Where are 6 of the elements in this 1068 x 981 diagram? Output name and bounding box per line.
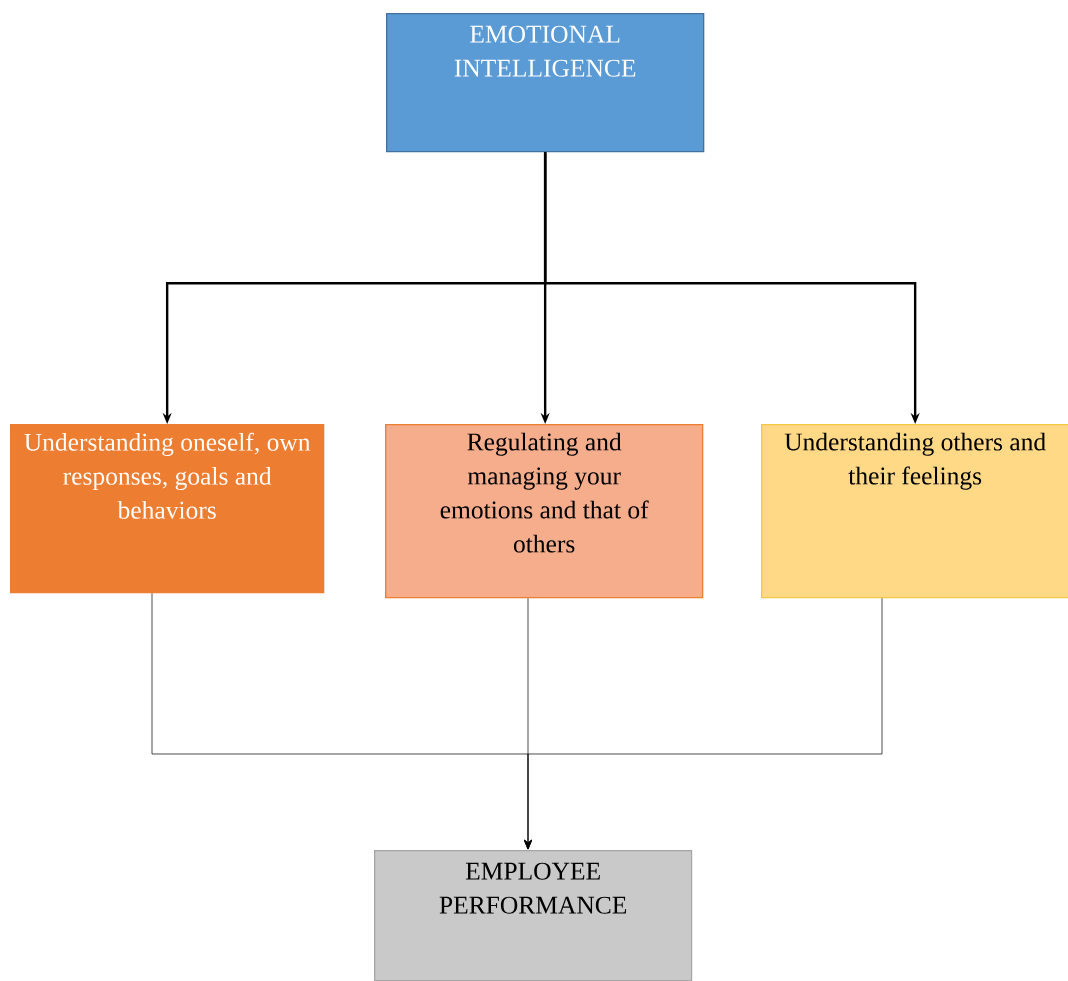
concept-box: EMOTIONAL INTELLIGENCE xyxy=(386,13,705,153)
component-box: Understanding others and their feelings xyxy=(761,424,1068,599)
component-box: Understanding oneself, own responses, goals and behaviors xyxy=(10,424,325,594)
arrow xyxy=(523,597,883,850)
outcome-box: EMPLOYEE PERFORMANCE xyxy=(374,850,693,981)
component-box: Regulating and managing your emotions and that of others xyxy=(385,424,704,599)
